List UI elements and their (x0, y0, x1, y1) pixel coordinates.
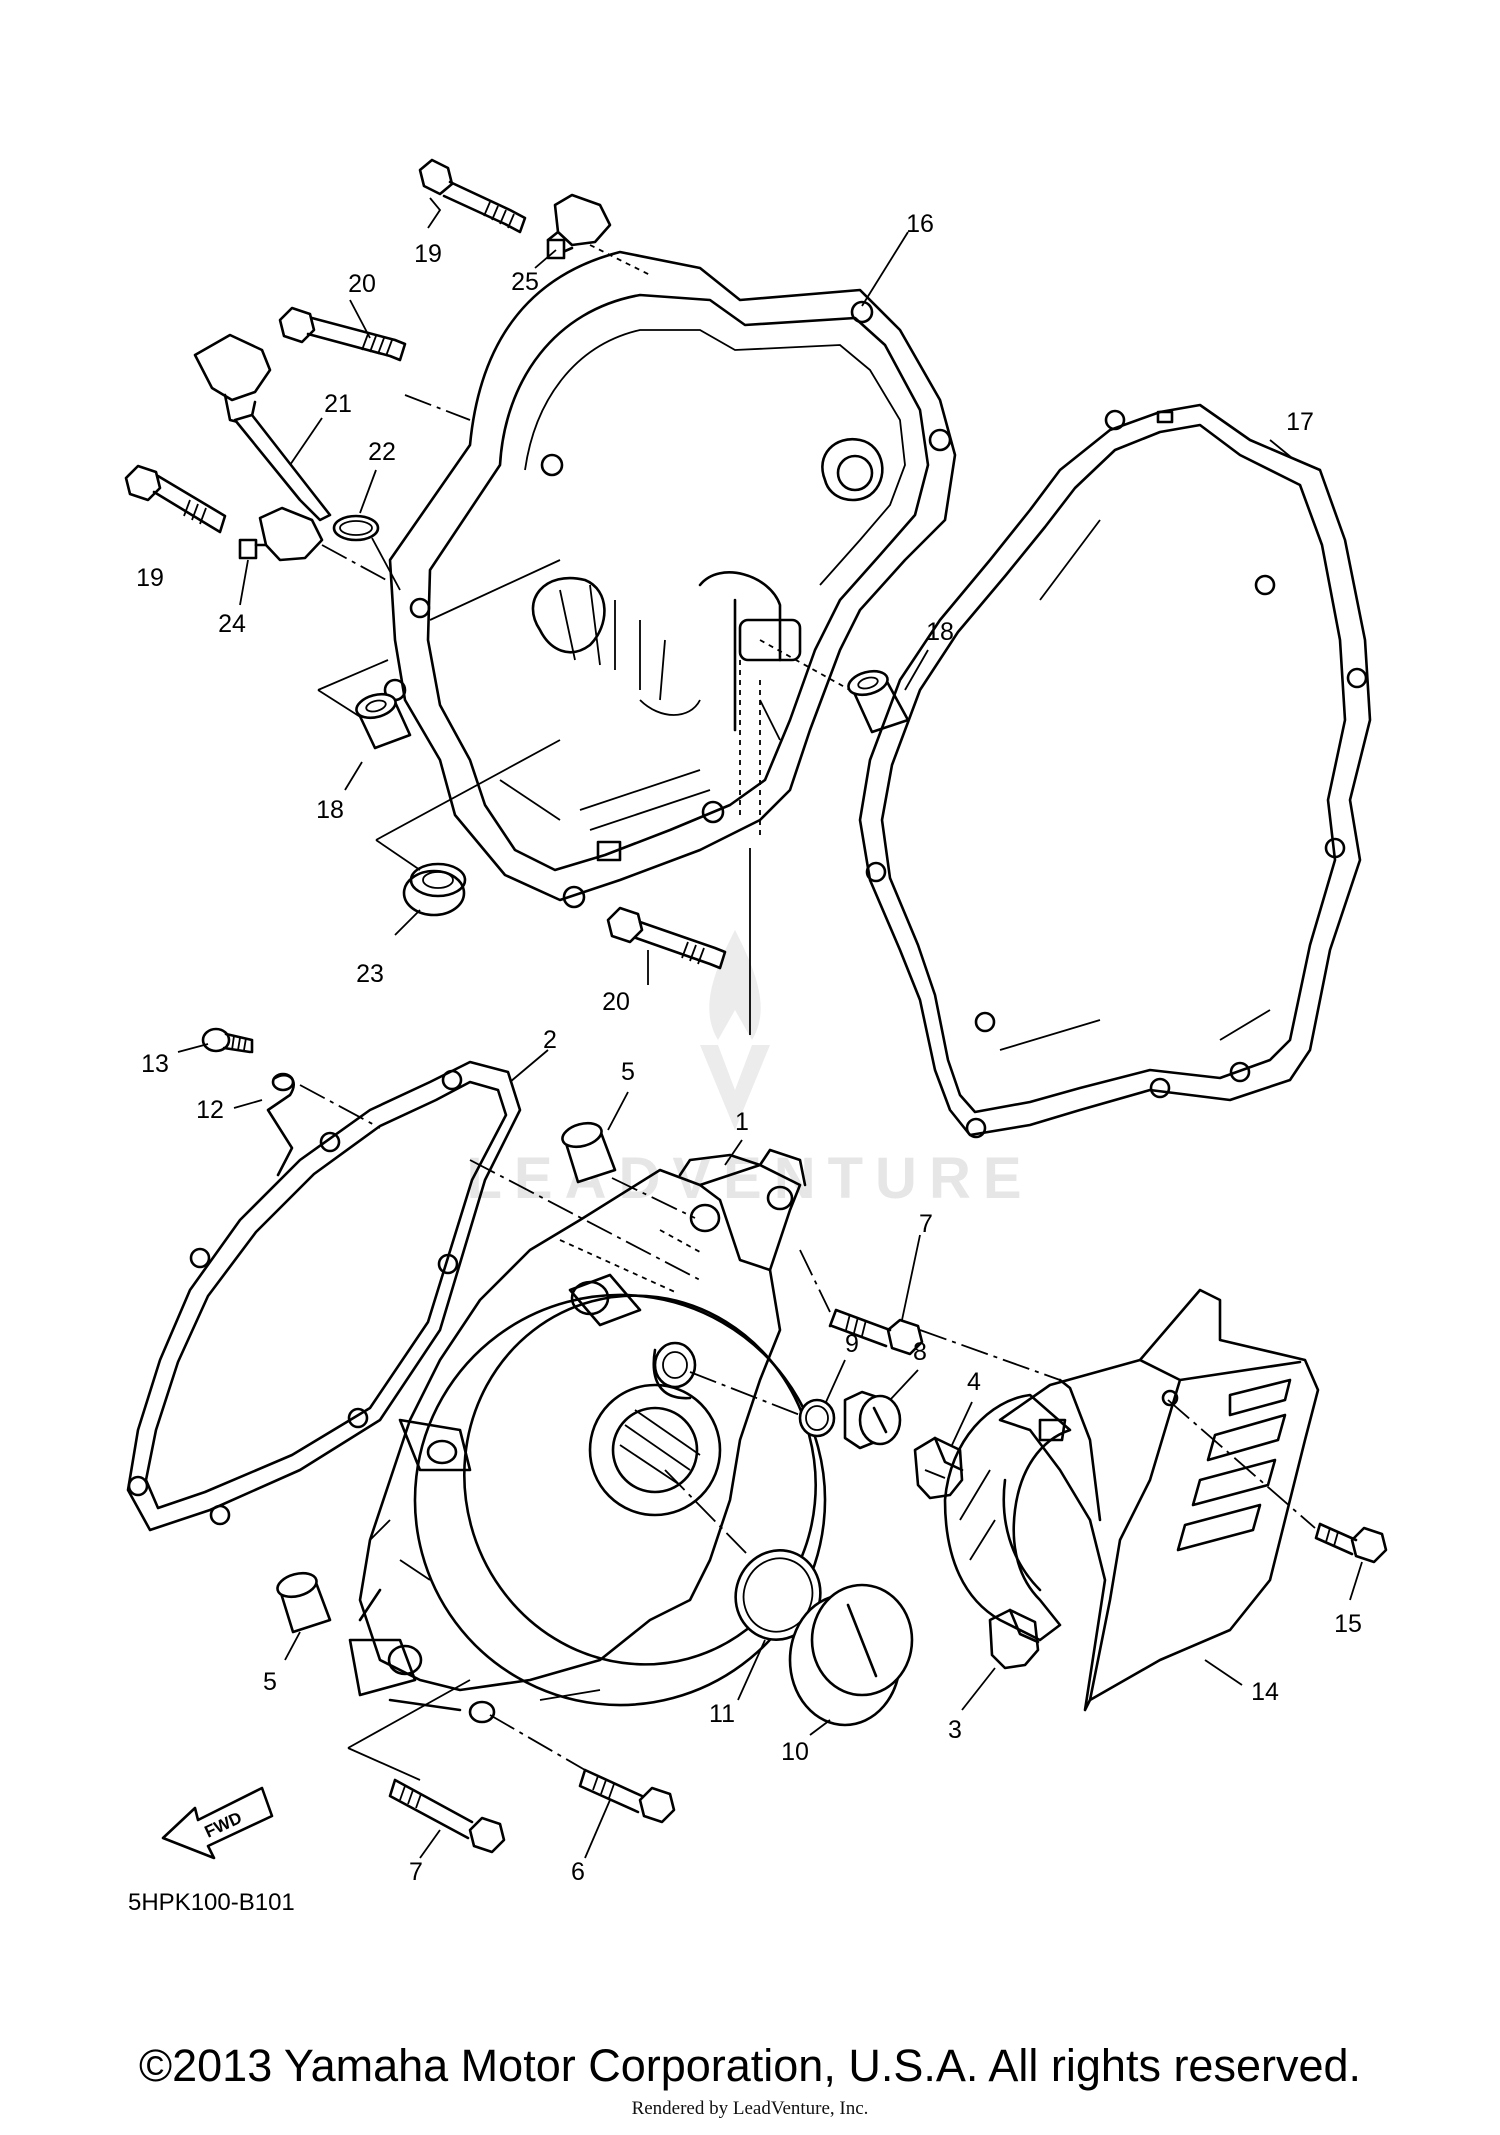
callout-24: 24 (218, 610, 246, 638)
bolt-15 (1314, 1522, 1388, 1564)
callout-22: 22 (368, 438, 396, 466)
callout-19-top: 19 (414, 240, 442, 268)
callout-11: 11 (709, 1700, 735, 1728)
callout-18-left: 18 (316, 796, 344, 824)
callout-25: 25 (511, 268, 539, 296)
oil-seal-23 (402, 862, 467, 917)
dowel-18-left (355, 692, 412, 750)
clip-12 (266, 1072, 295, 1177)
dowel-5-bottom (276, 1571, 332, 1634)
bolt-20-mid (606, 906, 727, 970)
callout-20-mid: 20 (602, 988, 630, 1016)
callout-7-bottom: 7 (409, 1858, 423, 1886)
dowel-18-right (847, 669, 910, 734)
callout-9: 9 (845, 1330, 859, 1358)
callout-10: 10 (781, 1738, 809, 1766)
dipstick-21 (193, 333, 332, 522)
callout-5-top: 5 (621, 1058, 635, 1086)
callout-4: 4 (967, 1368, 981, 1396)
clamp-25 (546, 193, 612, 260)
rendered-by-credit: Rendered by LeadVenture, Inc. (631, 2098, 869, 2119)
bolt-7-right (828, 1308, 924, 1356)
dowel-5-top (561, 1121, 617, 1184)
screw-13 (201, 1027, 254, 1054)
bolt-19-left (124, 464, 227, 534)
callout-16: 16 (906, 210, 934, 238)
fwd-direction-arrow: FWD (161, 1786, 274, 1860)
watermark: LEADVENTURE (466, 930, 1033, 1211)
callout-12: 12 (196, 1096, 224, 1124)
bolt-7-bottom (388, 1778, 506, 1854)
callout-19-left: 19 (136, 564, 164, 592)
callout-6: 6 (571, 1858, 585, 1886)
damper-3 (988, 1608, 1040, 1670)
callout-20-top: 20 (348, 270, 376, 298)
callout-1: 1 (735, 1108, 749, 1136)
callout-13: 13 (141, 1050, 169, 1078)
callout-2: 2 (543, 1026, 557, 1054)
callout-17: 17 (1286, 408, 1314, 436)
diagram-code: 5HPK100-B101 (128, 1889, 295, 1916)
sprocket-cover-14 (943, 1288, 1320, 1712)
callout-5-bottom: 5 (263, 1668, 277, 1696)
callout-7-right: 7 (919, 1210, 933, 1238)
gasket-2 (126, 1060, 522, 1532)
bolt-20-top (278, 306, 407, 362)
gasket-17 (858, 403, 1372, 1139)
cap-10 (788, 1583, 914, 1727)
watermark-text: LEADVENTURE (466, 1146, 1033, 1211)
plug-8 (843, 1390, 902, 1450)
callout-8: 8 (913, 1338, 927, 1366)
callout-23: 23 (356, 960, 384, 988)
callout-15: 15 (1334, 1610, 1362, 1638)
callout-3: 3 (948, 1716, 962, 1744)
crankcase-cover-16 (383, 250, 957, 909)
copyright-notice: ©2013 Yamaha Motor Corporation, U.S.A. A… (138, 2040, 1362, 2091)
damper-4 (913, 1436, 964, 1500)
bolt-6 (578, 1768, 676, 1824)
o-ring-11 (734, 1549, 822, 1641)
callout-14: 14 (1251, 1678, 1279, 1706)
bolt-19-top (418, 158, 527, 234)
callout-21: 21 (324, 390, 352, 418)
clamp-24 (238, 506, 324, 562)
